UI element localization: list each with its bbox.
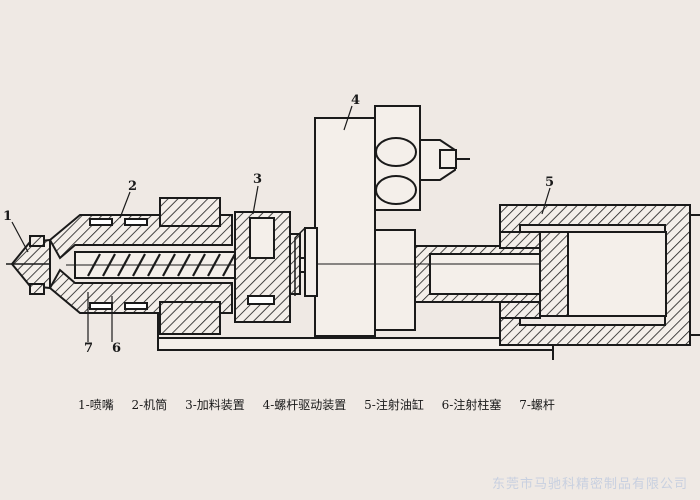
callout-3: 3 [253,172,263,187]
screw-drive [294,105,470,337]
callout-1: 1 [3,209,13,224]
company-watermark: 东莞市马驰科精密制品有限公司 [491,477,688,492]
legend-item: 7-螺杆 [519,398,555,412]
legend-item: 1-喷嘴 [78,398,114,412]
injection-ram [316,245,600,303]
legend-item: 5-注射油缸 [364,398,424,412]
parts-legend: 1-喷嘴 2-机筒 3-加料装置 4-螺杆驱动装置 5-注射油缸 6-注射柱塞 … [78,396,569,413]
injection-cylinder [499,204,700,346]
callout-4: 4 [351,93,361,108]
legend-item: 3-加料装置 [185,398,245,412]
callout-7: 7 [84,341,94,356]
nozzle [6,235,51,295]
leader-lines [11,105,551,342]
legend-item: 6-注射柱塞 [441,398,502,412]
callout-6: 6 [112,341,122,356]
legend-item: 2-机筒 [131,398,168,412]
callout-2: 2 [128,179,138,194]
callout-5: 5 [545,175,555,190]
legend-item: 4-螺杆驱动装置 [262,398,347,412]
feeding-device [234,211,301,323]
